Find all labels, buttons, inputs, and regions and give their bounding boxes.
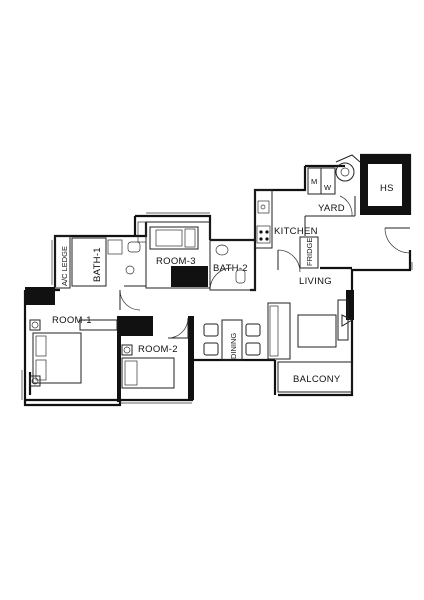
- bath2-area: BATH-2: [209, 239, 256, 291]
- water-heater-icon: [335, 162, 355, 182]
- room3-area: ROOM-3: [137, 221, 211, 289]
- room1-area: ROOM-1: [29, 315, 118, 387]
- kitchen-area: KITCHEN FRIDGE: [254, 189, 319, 273]
- room3-label: ROOM-3: [156, 256, 196, 267]
- bed-double-icon: [32, 332, 82, 384]
- bath1-basin-icon: [107, 239, 123, 255]
- w-label: W: [324, 183, 332, 192]
- room2-label: ROOM-2: [138, 344, 178, 355]
- solid-wall-pieces: [25, 155, 410, 402]
- dining-area: DINING: [203, 319, 261, 361]
- sink-icon: [257, 200, 270, 214]
- fridge: [299, 236, 319, 269]
- balcony-area: BALCONY: [277, 361, 353, 393]
- entrance-door: [384, 227, 411, 254]
- ac-ledge-label: A/C LEDGE: [60, 246, 69, 286]
- window-lines: [21, 212, 413, 404]
- kitchen-label: KITCHEN: [274, 226, 318, 237]
- bath1-label: BATH-1: [92, 247, 103, 282]
- fridge-label: FRIDGE: [305, 238, 314, 266]
- bath1-toilet-icon: [127, 241, 141, 253]
- yard-label: YARD: [318, 203, 345, 214]
- room1-label: ROOM-1: [52, 315, 92, 326]
- sofa-icon: [267, 302, 291, 360]
- living-area: LIVING: [267, 276, 354, 360]
- living-label: LIVING: [299, 276, 332, 287]
- toilet-icon: [235, 269, 246, 284]
- dining-table: [221, 319, 243, 361]
- coffee-table: [297, 314, 337, 348]
- hs-label: HS: [380, 183, 394, 194]
- bath1-area: A/C LEDGE BATH-1: [54, 235, 146, 311]
- bath2-label: BATH-2: [213, 263, 248, 274]
- m-label: M: [311, 177, 317, 186]
- room2-area: ROOM-2: [121, 317, 190, 389]
- bed-single-icon: [121, 357, 175, 389]
- stove-burner-icon: [259, 230, 263, 234]
- bed-icon: [149, 226, 199, 250]
- basin-icon: [215, 244, 229, 256]
- tv-unit-icon: [341, 314, 354, 327]
- yard-area: M W YARD: [305, 154, 361, 217]
- hs-room: HS: [380, 183, 394, 194]
- balcony-label: BALCONY: [293, 374, 341, 385]
- dining-label: DINING: [229, 333, 238, 359]
